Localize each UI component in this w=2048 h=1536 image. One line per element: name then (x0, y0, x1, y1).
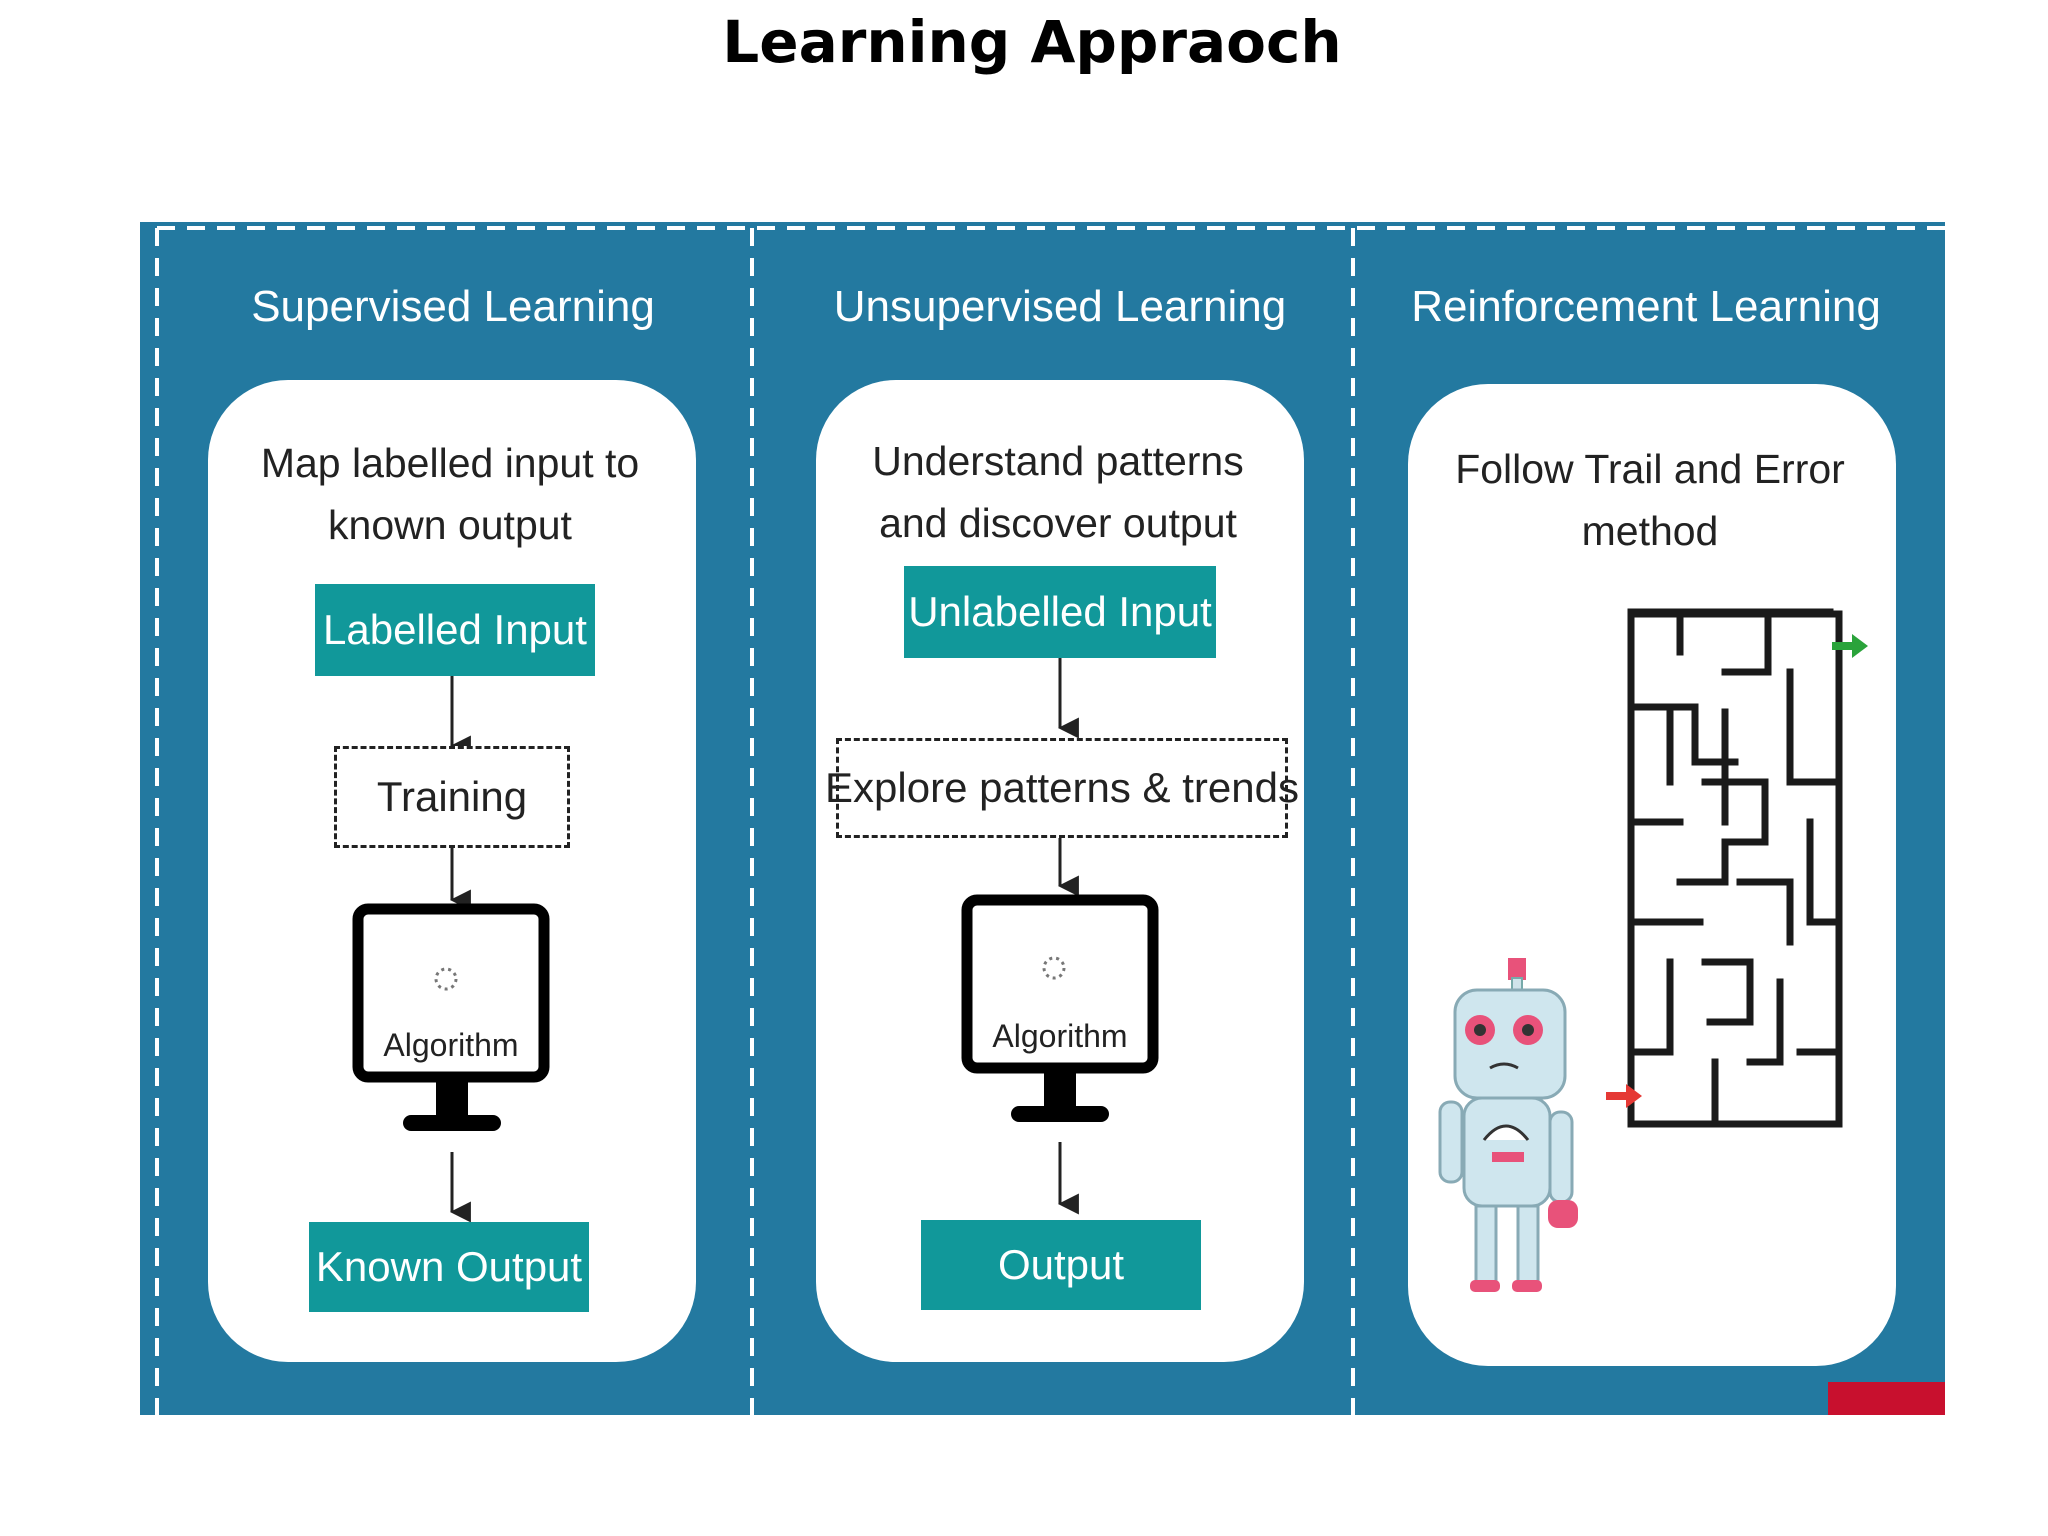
desc-unsupervised-line1: Understand patterns (872, 438, 1244, 484)
labelled-input-box: Labelled Input (315, 584, 595, 676)
heading-unsupervised: Unsupervised Learning (833, 282, 1287, 331)
maze-icon (1627, 608, 1843, 1128)
desc-supervised: Map labelled input to known output (210, 432, 690, 556)
training-box: Training (334, 746, 570, 848)
algorithm-label-supervised: Algorithm (383, 1027, 519, 1063)
maze-exit-arrow-icon (1832, 634, 1868, 658)
desc-supervised-line1: Map labelled input to (260, 440, 640, 486)
desc-reinforcement-line1: Follow Trail and Error (1455, 446, 1845, 492)
unlabelled-input-box: Unlabelled Input (904, 566, 1216, 658)
heading-reinforcement: Reinforcement Learning (1411, 282, 1881, 331)
output-box: Output (921, 1220, 1201, 1310)
desc-unsupervised-line2: and discover output (879, 500, 1237, 546)
slide-title: Learning Appraoch (722, 8, 1342, 76)
robot-icon (1438, 958, 1578, 1292)
corner-badge (1828, 1382, 1945, 1415)
desc-unsupervised: Understand patterns and discover output (818, 430, 1298, 554)
maze-entry-arrow-icon (1606, 1084, 1642, 1108)
desc-reinforcement-line2: method (1581, 508, 1719, 554)
diagram-graphics (352, 608, 1868, 1292)
desc-reinforcement: Follow Trail and Error method (1410, 438, 1890, 562)
explore-patterns-box: Explore patterns & trends (825, 738, 1299, 838)
desc-supervised-line2: known output (328, 502, 572, 548)
monitor-icon-unsupervised (961, 894, 1159, 1122)
learning-approach-panel: Supervised Learning Unsupervised Learnin… (140, 222, 1945, 1415)
dashed-frame (155, 226, 1945, 1415)
monitor-icon-supervised (352, 903, 550, 1131)
heading-supervised: Supervised Learning (251, 282, 655, 331)
known-output-box: Known Output (309, 1222, 589, 1312)
algorithm-label-unsupervised: Algorithm (992, 1018, 1128, 1054)
